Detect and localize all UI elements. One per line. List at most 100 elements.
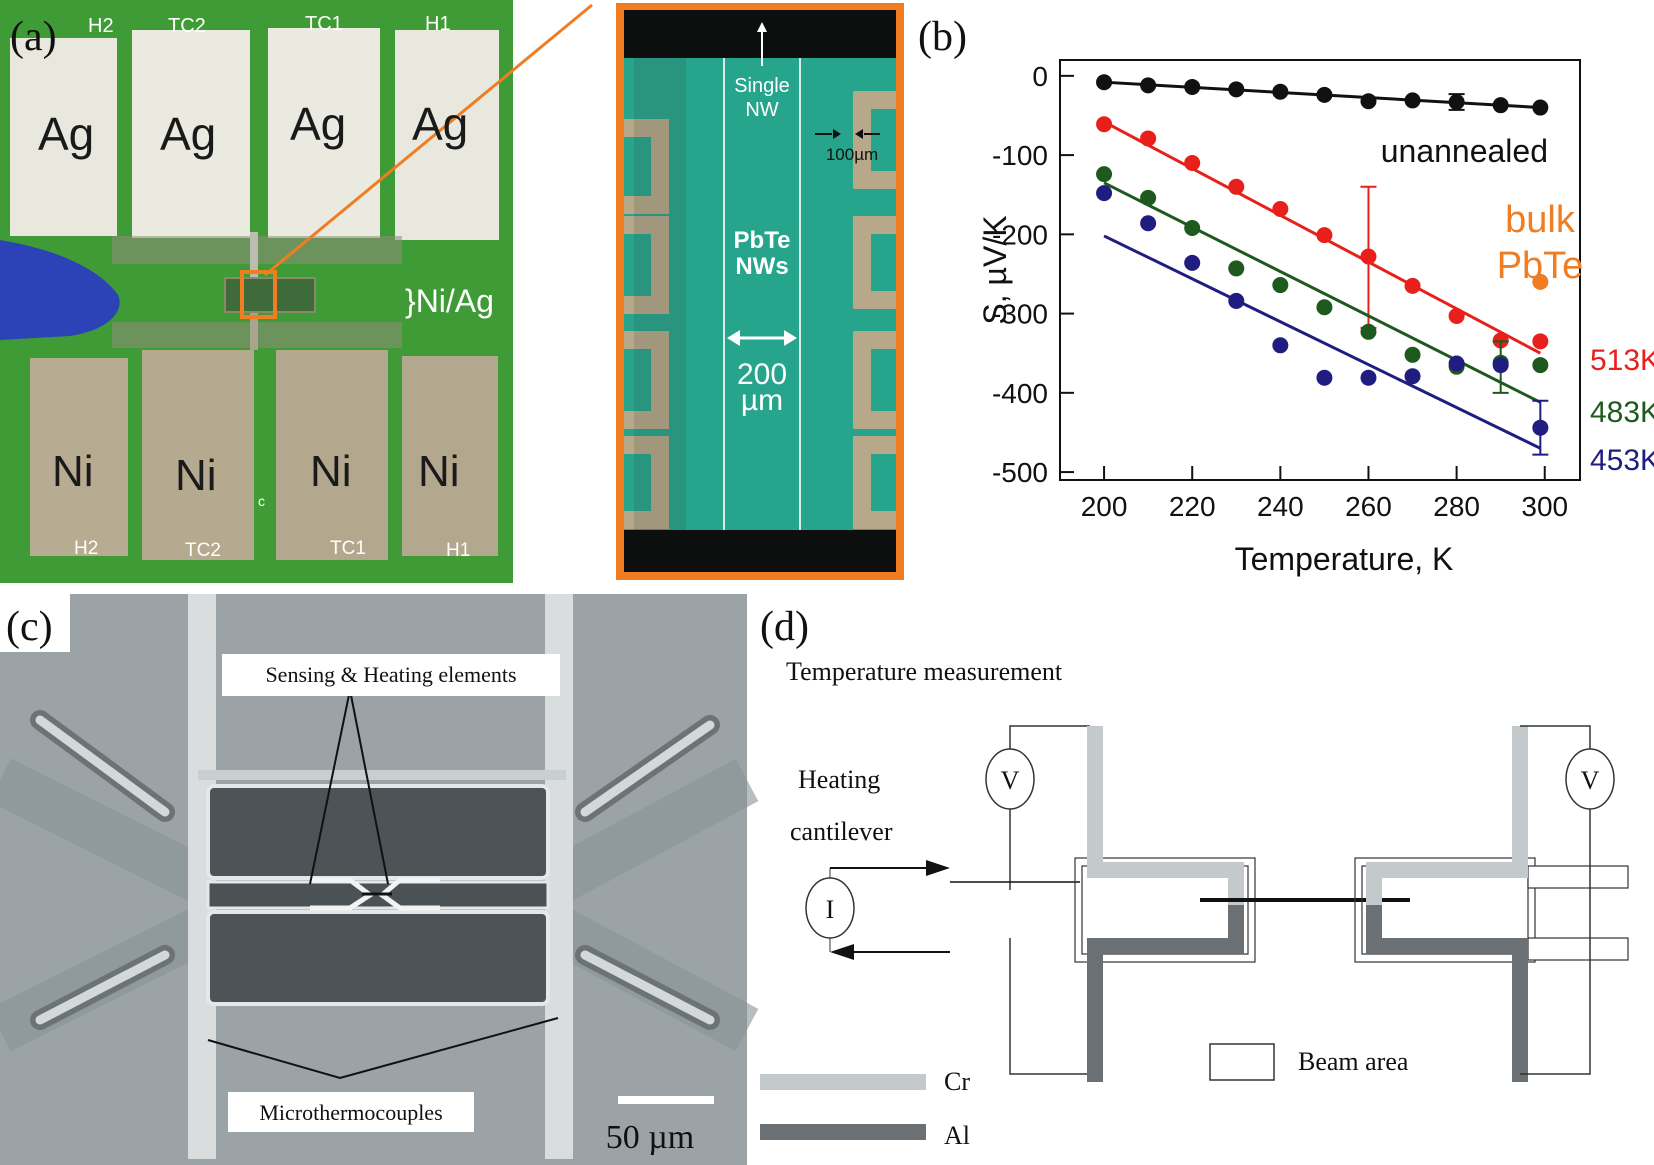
voltmeter-left	[985, 748, 1035, 810]
junction-label: }Ni/Ag	[405, 283, 494, 319]
data-point	[1532, 419, 1549, 436]
beam-area-swatch	[1209, 1043, 1275, 1081]
data-point	[1532, 333, 1549, 350]
data-point	[1404, 277, 1421, 294]
pad-metal: Ag	[412, 98, 468, 150]
data-point	[1228, 292, 1245, 309]
x-tick-label: 220	[1169, 491, 1216, 522]
data-point	[1140, 215, 1157, 232]
x-tick-label: 200	[1081, 491, 1128, 522]
scale-100um: 100µm	[826, 145, 878, 164]
voltmeter-right	[1565, 748, 1615, 810]
panel-a-label: (a)	[10, 14, 57, 60]
data-point	[1360, 323, 1377, 340]
data-point	[1492, 97, 1509, 114]
x-tick-label: 300	[1521, 491, 1568, 522]
al-line-left	[1087, 905, 1244, 1082]
ag-finger	[250, 232, 258, 282]
ag-pad-1	[10, 38, 117, 236]
beam-left-outline	[1074, 857, 1256, 963]
callout-box-bottom	[228, 1092, 474, 1132]
pad-metal: Ag	[38, 108, 94, 160]
y-tick-label: -100	[992, 140, 1048, 171]
pad-metal: Ni	[418, 447, 460, 496]
pad-metal: Ni	[310, 447, 352, 496]
pad-metal: Ni	[52, 447, 94, 496]
series-label: unannealed	[1381, 133, 1548, 169]
data-point	[1096, 185, 1113, 202]
data-point	[1448, 355, 1465, 372]
pad-metal: Ag	[160, 108, 216, 160]
series-label: 483K	[1590, 396, 1654, 429]
zoom-connector	[264, 3, 593, 277]
data-point	[1404, 346, 1421, 363]
data-point	[1532, 357, 1549, 374]
heating-label: Heating	[798, 765, 880, 794]
legend-al-label: Al	[944, 1121, 970, 1150]
x-tick-label: 260	[1345, 491, 1392, 522]
panel-d-label: (d)	[760, 604, 809, 650]
ag-pad-4	[395, 30, 499, 240]
left-electrodes	[624, 119, 669, 529]
inset-image	[624, 10, 896, 572]
top-pad-label: H2	[88, 15, 114, 37]
panel-d: (d) Temperature measurement Heating cant…	[760, 604, 1629, 1150]
data-point	[1360, 369, 1377, 386]
inset-dark-bottom	[624, 530, 896, 572]
data-point	[1272, 337, 1289, 354]
data-point	[1184, 220, 1201, 236]
data-point	[1360, 93, 1377, 110]
callout-box-top	[222, 654, 560, 696]
beam-area-label: Beam area	[1298, 1047, 1409, 1076]
y-tick-label: -300	[992, 299, 1048, 330]
callout-sensing-heating: Sensing & Heating elements	[265, 662, 516, 687]
legend-cr-label: Cr	[944, 1067, 970, 1096]
data-point	[1448, 94, 1465, 110]
data-point	[1184, 78, 1201, 95]
pad-metal: Ag	[290, 98, 346, 150]
ni-pad-2	[142, 350, 254, 560]
fit-line	[1103, 234, 1541, 450]
panel-b-label: (b)	[918, 14, 967, 60]
single-nw-label: Single	[734, 75, 790, 97]
pad-c-mark: c	[258, 493, 265, 509]
bottom-pad-label: TC1	[330, 538, 366, 559]
legend-cr-swatch	[760, 1074, 926, 1090]
ni-pad-4	[402, 356, 498, 556]
pad-metal: Ni	[175, 451, 217, 500]
data-point	[1316, 369, 1333, 386]
y-tick-label: -400	[992, 378, 1048, 409]
heating-label: cantilever	[790, 817, 893, 846]
ni-pad-1	[30, 358, 128, 556]
data-point	[1140, 130, 1157, 147]
beam-right-outline	[1354, 857, 1536, 963]
data-point	[1228, 81, 1245, 98]
panel-c-label: (c)	[6, 604, 53, 650]
data-point	[1272, 277, 1289, 294]
ag-pad-3	[268, 28, 380, 238]
ag-pad-2	[132, 30, 250, 238]
data-point	[1360, 248, 1377, 265]
y-tick-label: 0	[1032, 61, 1048, 92]
series-label: PbTe	[1497, 245, 1584, 287]
data-point	[1272, 83, 1289, 100]
ni-pad-3	[276, 350, 388, 560]
data-point	[1096, 74, 1113, 91]
voltmeter-symbol: V	[1001, 766, 1020, 795]
data-point	[1404, 92, 1421, 109]
right-electrodes	[853, 91, 896, 529]
bottom-pad-label: H1	[446, 540, 470, 561]
ni-finger	[250, 310, 258, 350]
scale-200um: µm	[741, 384, 783, 417]
fit-line	[1103, 181, 1542, 404]
series-label: 513K	[1590, 344, 1654, 377]
data-point	[1184, 155, 1201, 172]
data-point	[1272, 200, 1289, 217]
data-point	[1096, 166, 1113, 183]
bottom-pad-label: TC2	[185, 540, 221, 561]
panel-c: Sensing & Heating elements Microthermoco…	[0, 594, 759, 1165]
voltmeter-symbol: V	[1581, 766, 1600, 795]
bottom-pad-label: H2	[74, 538, 98, 559]
tweezer-tip	[0, 240, 120, 340]
